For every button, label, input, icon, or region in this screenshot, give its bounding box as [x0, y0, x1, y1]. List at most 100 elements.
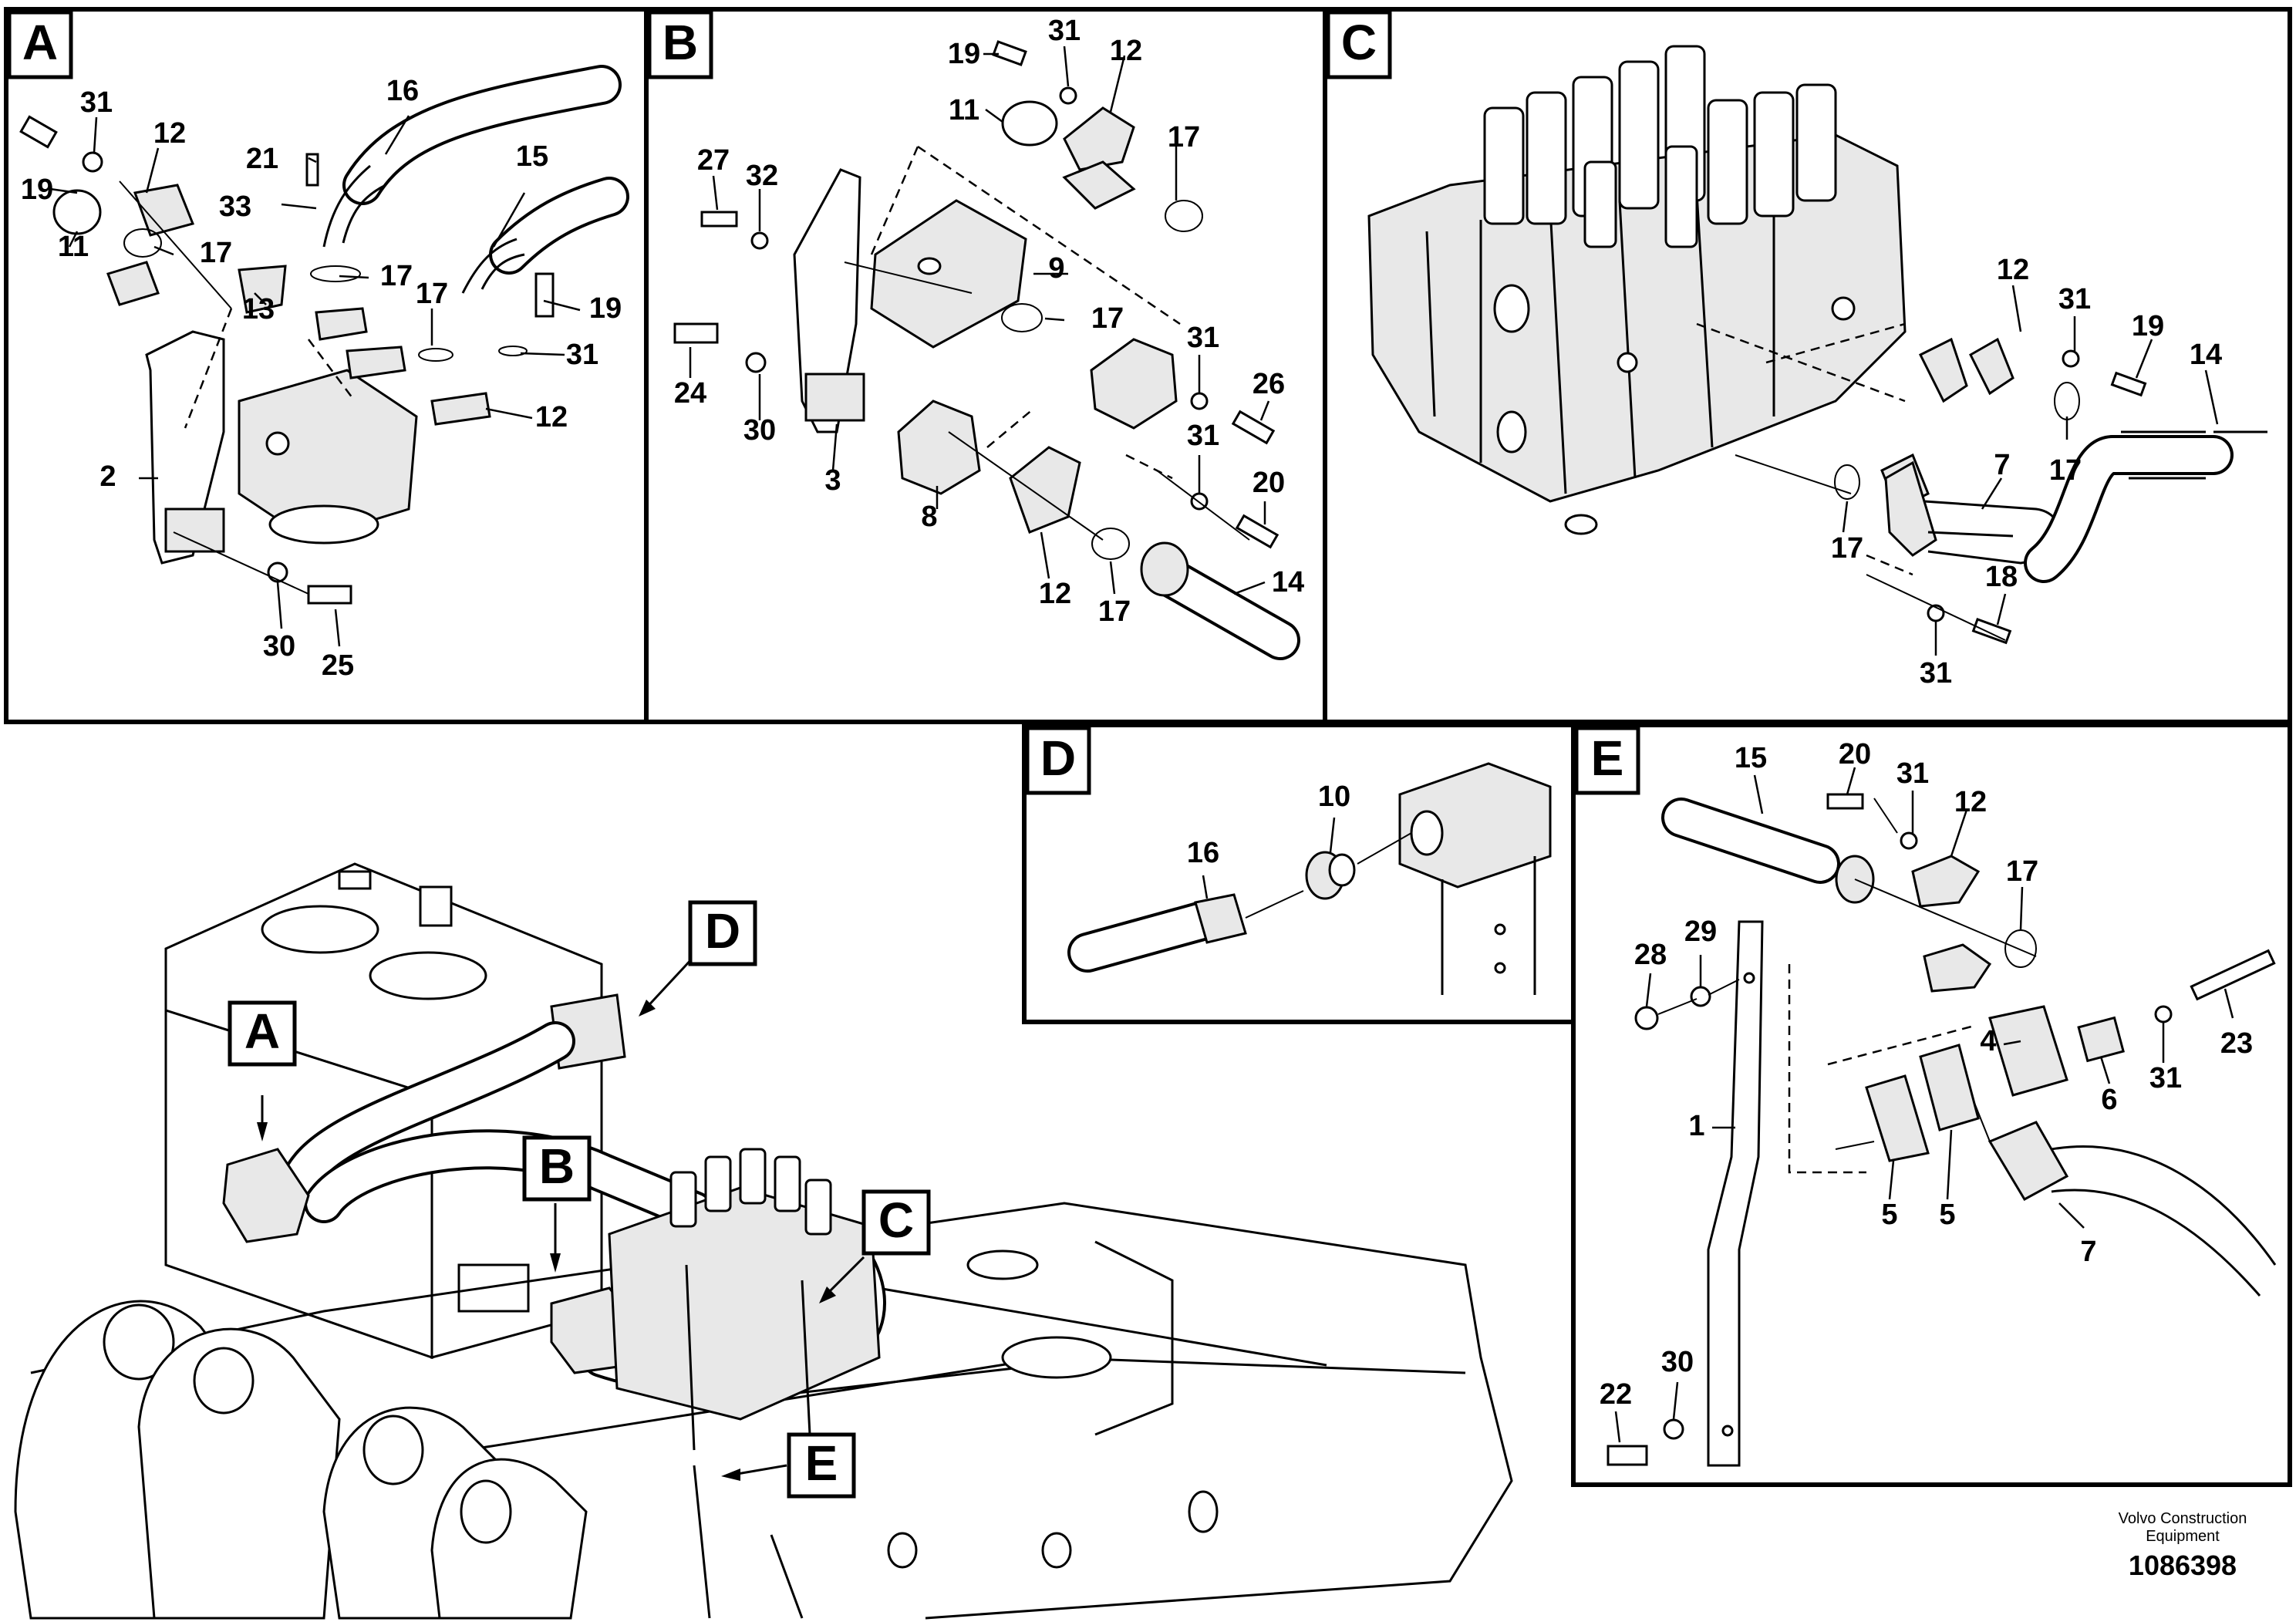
- bolt-24: [673, 322, 719, 344]
- overview-label-c: C: [878, 1192, 914, 1248]
- callout-a-2: 2: [99, 460, 116, 493]
- washer-31b: [1190, 392, 1209, 410]
- callout-a-25: 25: [322, 649, 354, 682]
- callout-c-7: 7: [1994, 449, 2010, 481]
- callout-e-17: 17: [2006, 855, 2038, 888]
- callout-a-12: 12: [153, 117, 186, 150]
- callout-e-1: 1: [1688, 1110, 1704, 1142]
- callout-a-30: 30: [263, 630, 295, 663]
- callout-b-12: 12: [1110, 35, 1142, 67]
- callout-c-19: 19: [2132, 310, 2164, 342]
- callout-c-31b: 31: [1920, 657, 1952, 690]
- flange-8: [897, 400, 981, 495]
- callout-e-29: 29: [1684, 916, 1717, 948]
- bolt-27: [700, 211, 738, 228]
- o-ring-17-bottom: [1091, 528, 1130, 560]
- flange-half-12: [1918, 337, 1968, 403]
- flange-7: [1884, 460, 1937, 557]
- callout-b-31c: 31: [1187, 420, 1219, 452]
- panel-e-label-box: [1574, 726, 1640, 795]
- washer-30: [745, 352, 767, 373]
- footer: Volvo Construction Equipment 1086398: [2119, 1510, 2247, 1581]
- washer-31: [82, 151, 103, 173]
- overview-label-a: A: [244, 1003, 280, 1059]
- o-ring-17: [1001, 303, 1043, 332]
- washer-30: [1663, 1418, 1684, 1440]
- callout-b-26: 26: [1253, 368, 1285, 400]
- callout-e-15: 15: [1735, 742, 1767, 774]
- valve-block-d: [1398, 762, 1552, 889]
- callout-a-17b: 17: [380, 260, 413, 292]
- callout-c-31: 31: [2058, 283, 2091, 315]
- o-ring-17-top: [1165, 200, 1203, 232]
- panel-e-frame: [1571, 723, 2292, 1487]
- bracket-2: [145, 330, 225, 565]
- callout-b-17: 17: [1168, 121, 1200, 153]
- callout-c-14: 14: [2190, 339, 2222, 371]
- callout-b-27: 27: [697, 144, 730, 177]
- bolt-19b: [534, 272, 555, 318]
- flange-half-12-top: [1063, 106, 1135, 171]
- callout-b-17c: 17: [1098, 595, 1131, 628]
- callout-e-5a: 5: [1881, 1199, 1897, 1231]
- panel-e: E 15 20 31 12: [1571, 723, 2292, 1487]
- pipe-7: [2051, 1145, 2277, 1266]
- chassis-outline: [30, 1202, 1513, 1620]
- plug-11: [52, 189, 102, 235]
- clamp-5b: [1919, 1044, 1980, 1131]
- pointer-c: [824, 1256, 865, 1297]
- callout-e-12: 12: [1954, 786, 1987, 818]
- panel-c-letter: C: [1341, 15, 1377, 70]
- callout-e-31: 31: [1896, 757, 1929, 790]
- callout-b-32: 32: [746, 160, 778, 192]
- overview-label-d: D: [705, 903, 740, 959]
- washer-31: [1059, 86, 1077, 105]
- block-9: [870, 199, 1027, 349]
- callout-b-14: 14: [1272, 566, 1304, 599]
- nut-28: [1634, 1006, 1659, 1030]
- callout-e-28: 28: [1634, 939, 1667, 971]
- panel-c: C: [1323, 7, 2292, 724]
- callout-a-31b: 31: [566, 339, 598, 371]
- bolt-25: [307, 585, 352, 605]
- panel-d-letter: D: [1040, 730, 1076, 786]
- washer-29: [1690, 986, 1711, 1007]
- callout-c-12: 12: [1997, 254, 2029, 286]
- panel-b: B 19 31 12: [644, 7, 1327, 724]
- callout-b-20: 20: [1253, 467, 1285, 499]
- bolt-19: [2110, 371, 2147, 397]
- callout-b-3: 3: [824, 464, 841, 497]
- callout-a-15: 15: [516, 140, 548, 173]
- callout-a-16: 16: [386, 75, 419, 107]
- callout-a-11: 11: [58, 231, 89, 263]
- hose-16-elbow: [322, 164, 371, 248]
- spacer-6: [2077, 1016, 2125, 1063]
- bolt-18: [1971, 618, 2012, 645]
- callout-e-30: 30: [1661, 1346, 1694, 1378]
- bolt-26: [1231, 410, 1276, 445]
- panel-e-letter: E: [1591, 730, 1624, 786]
- callout-d-10: 10: [1318, 781, 1350, 813]
- footer-company-line2: Equipment: [2146, 1528, 2220, 1545]
- callout-b-30: 30: [743, 414, 776, 447]
- o-ring-17: [123, 228, 162, 258]
- washer-31b: [2154, 1005, 2173, 1023]
- pointer-e: [732, 1464, 787, 1476]
- flange-half-12: [133, 184, 195, 237]
- bracket-2-foot: [164, 508, 225, 553]
- pointer-d: [642, 955, 696, 1012]
- bolt-19: [992, 40, 1027, 66]
- callout-b-17b: 17: [1091, 302, 1124, 335]
- callout-b-9: 9: [1048, 252, 1064, 285]
- panel-b-label-box: [647, 10, 713, 79]
- flange-part-12b: [430, 392, 491, 426]
- callout-e-7: 7: [2080, 1236, 2096, 1268]
- overview-block-a: [222, 1148, 310, 1243]
- callout-a-17c: 17: [416, 278, 448, 310]
- callout-b-24: 24: [674, 377, 706, 410]
- panel-c-frame: [1323, 7, 2292, 724]
- o-ring-17b: [1834, 464, 1860, 500]
- overview-label-e: E: [805, 1435, 838, 1491]
- callout-e-4: 4: [1980, 1025, 1996, 1057]
- callout-b-31: 31: [1048, 15, 1081, 47]
